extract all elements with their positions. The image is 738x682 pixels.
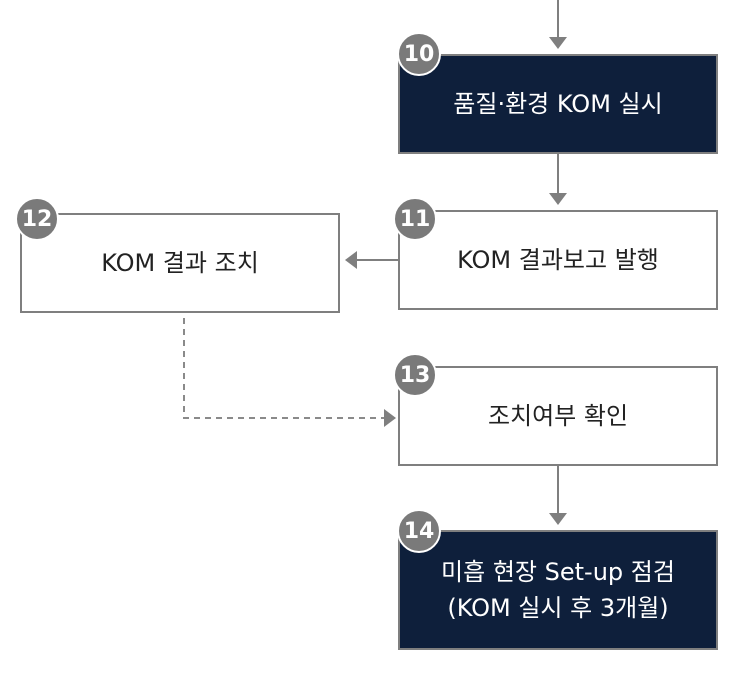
step-10-label: 품질·환경 KOM 실시: [453, 90, 663, 118]
step-14-box: 미흡 현장 Set-up 점검 (KOM 실시 후 3개월): [398, 530, 718, 650]
step-12-badge: 12: [15, 197, 59, 241]
step-11-box: KOM 결과보고 발행: [398, 210, 718, 310]
connector-12-13: [183, 318, 384, 419]
step-13-box: 조치여부 확인: [398, 366, 718, 466]
step-13-label: 조치여부 확인: [487, 402, 629, 430]
step-12-box: KOM 결과 조치: [20, 213, 340, 313]
step-11-label: KOM 결과보고 발행: [457, 246, 659, 274]
step-12-label: KOM 결과 조치: [101, 249, 259, 277]
step-13-badge: 13: [393, 353, 437, 397]
arrowhead-13-14: [549, 513, 567, 525]
arrowhead-10-11: [549, 193, 567, 205]
step-14-badge: 14: [397, 509, 441, 553]
step-11-badge: 11: [393, 197, 437, 241]
step-10-badge: 10: [397, 32, 441, 76]
arrowhead-in-10: [549, 37, 567, 49]
arrowhead-12-13: [384, 409, 396, 427]
arrowhead-11-12: [345, 251, 357, 269]
step-10-box: 품질·환경 KOM 실시: [398, 54, 718, 154]
step-14-label: 미흡 현장 Set-up 점검 (KOM 실시 후 3개월): [441, 558, 675, 622]
